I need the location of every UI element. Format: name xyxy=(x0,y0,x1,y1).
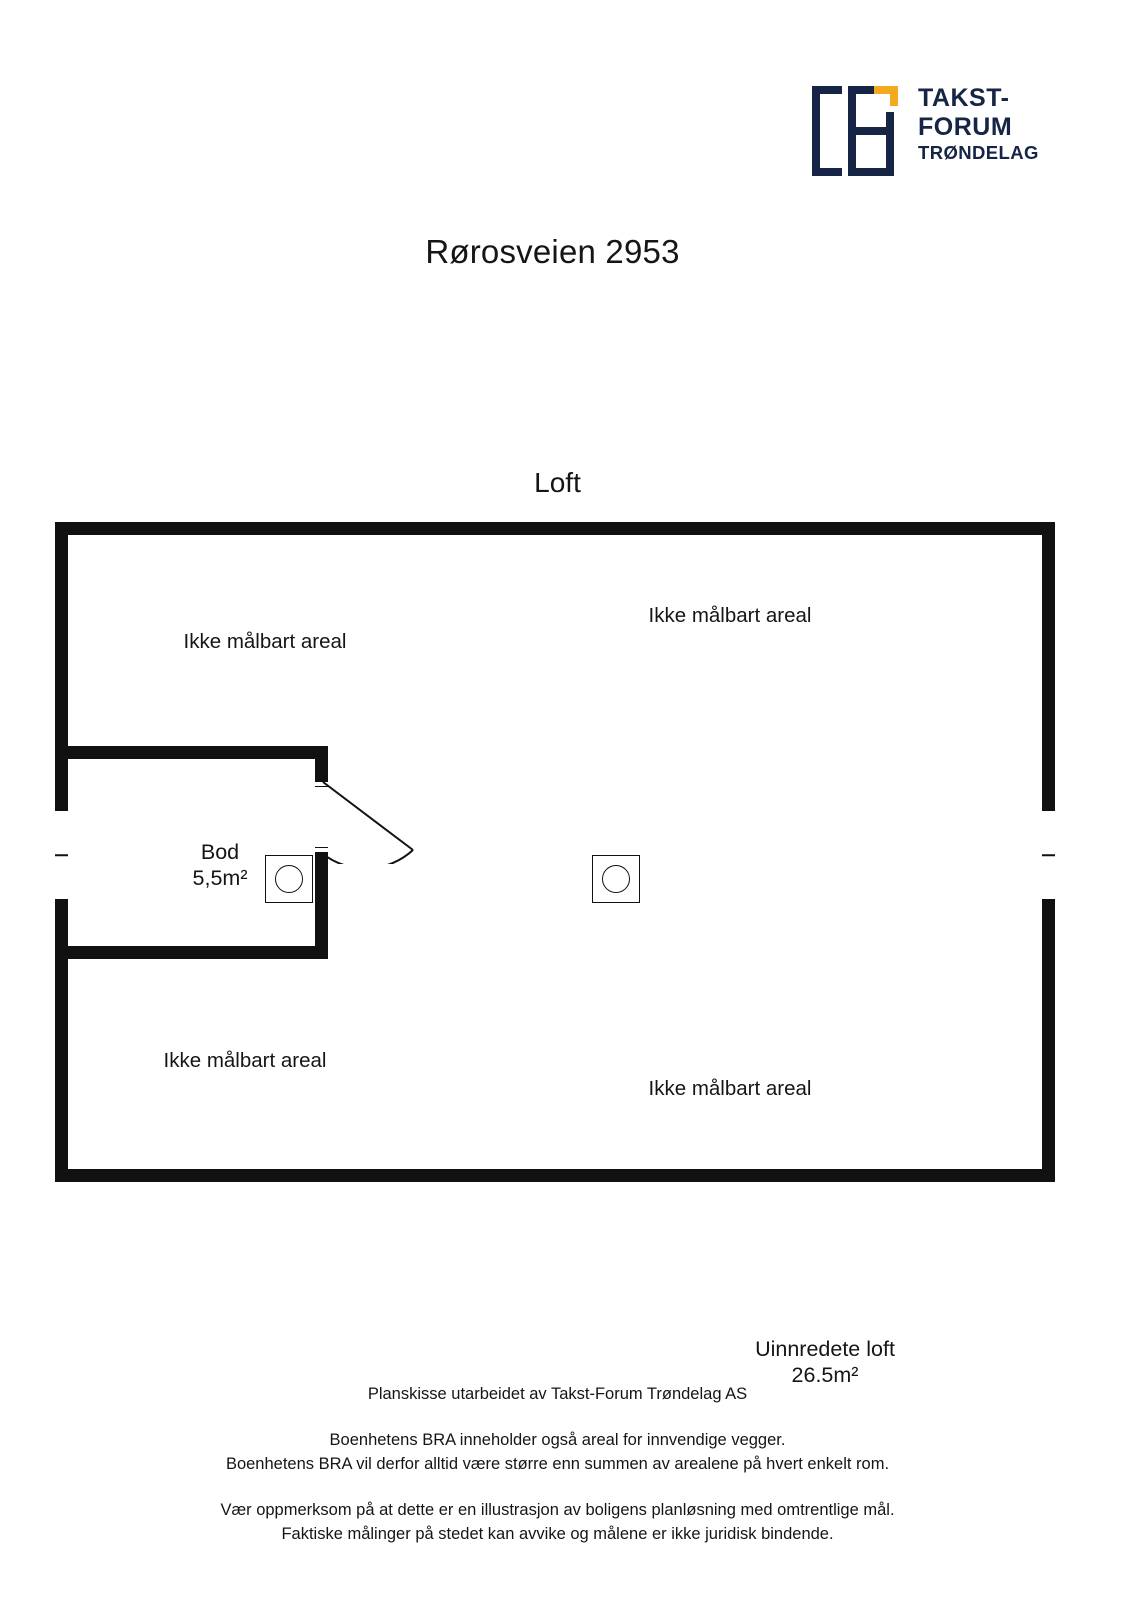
footer-disclaimer-block: Vær oppmerksom på at dette er en illustr… xyxy=(0,1498,1115,1546)
footer-disclaimer-line-2: Faktiske målinger på stedet kan avvike o… xyxy=(281,1525,834,1543)
loft-hatch-circle-icon xyxy=(602,865,630,893)
bod-wall-top xyxy=(68,746,328,759)
bod-ceiling-hatch xyxy=(265,855,313,903)
window-left xyxy=(55,810,68,900)
loft-ceiling-hatch xyxy=(592,855,640,903)
footer-bra-line-2: Boenhetens BRA vil derfor alltid være st… xyxy=(225,1455,890,1473)
unmeasurable-label-top-left: Ikke målbart areal xyxy=(183,630,347,653)
floor-title: Loft xyxy=(534,467,581,498)
logo-line-forum: FORUM xyxy=(918,113,1013,141)
bod-wall-right-upper xyxy=(315,746,328,784)
room-name-uinnredete-loft: Uinnredete loft xyxy=(755,1337,895,1361)
unmeasurable-label-bottom-right: Ikke målbart areal xyxy=(648,1077,812,1100)
bod-hatch-circle-icon xyxy=(275,865,303,893)
bod-wall-right-lower xyxy=(315,850,328,959)
footer-disclaimer-line-1: Vær oppmerksom på at dette er en illustr… xyxy=(220,1501,895,1519)
room-area-uinnredete-loft: 26.5m² xyxy=(791,1363,859,1387)
footer: Planskisse utarbeidet av Takst-Forum Trø… xyxy=(0,1382,1115,1568)
plan-labels: Bod 5,5m² Uinnredete loft 26.5m² Ikke må… xyxy=(55,522,1055,1387)
logo-line-takst: TAKST- xyxy=(918,84,1010,112)
window-right xyxy=(1042,810,1055,900)
page-title: Rørosveien 2953 xyxy=(425,233,680,270)
takst-forum-logo: TAKST- FORUM TRØNDELAG xyxy=(808,78,1040,186)
bod-door-jamb-top xyxy=(315,781,328,787)
room-name-bod: Bod xyxy=(200,840,240,864)
footer-credit: Planskisse utarbeidet av Takst-Forum Trø… xyxy=(367,1385,748,1403)
floor-plan-drawing: Bod 5,5m² Uinnredete loft 26.5m² Ikke må… xyxy=(55,522,1055,1387)
footer-bra-block: Boenhetens BRA inneholder også areal for… xyxy=(0,1428,1115,1476)
footer-credit-block: Planskisse utarbeidet av Takst-Forum Trø… xyxy=(0,1382,1115,1406)
takst-forum-mark-icon xyxy=(808,82,904,180)
unmeasurable-label-top-right: Ikke målbart areal xyxy=(648,604,812,627)
room-label-uinnredete-loft: Uinnredete loft 26.5m² xyxy=(695,1336,955,1388)
bod-wall-bottom xyxy=(68,946,328,959)
footer-bra-line-1: Boenhetens BRA inneholder også areal for… xyxy=(329,1431,786,1449)
room-label-bod: Bod 5,5m² xyxy=(110,839,330,891)
bod-door-jamb-bottom xyxy=(315,847,328,853)
logo-wordmark: TAKST- FORUM TRØNDELAG xyxy=(918,84,1043,164)
logo-line-trondelag: TRØNDELAG xyxy=(918,142,1039,163)
unmeasurable-label-bottom-left: Ikke målbart areal xyxy=(163,1049,327,1072)
room-area-bod: 5,5m² xyxy=(192,866,248,890)
